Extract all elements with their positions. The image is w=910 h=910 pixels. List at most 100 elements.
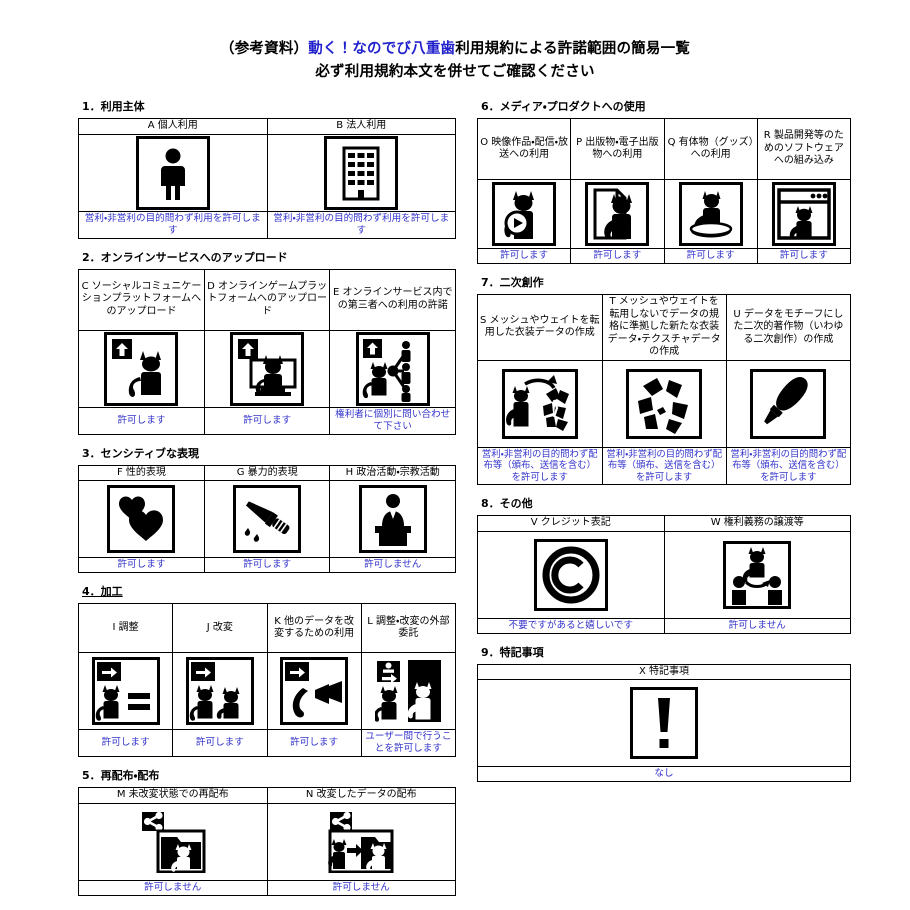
table-row: 許可します 許可します 権利者に個別に問い合わせて下さい [78, 406, 456, 435]
share-folder-modified-cat-icon [328, 810, 395, 873]
section-5: 5．再配布・配布 M 未改変状態での再配布 N 改変したデータの配布 [78, 769, 456, 896]
upload-cat-monitor-icon [230, 331, 305, 406]
table-row: X 特記事項 [477, 663, 851, 680]
section-9: 9．特記事項 X 特記事項 [477, 645, 851, 782]
window-cat-icon [771, 182, 836, 246]
cell-icon-P [570, 179, 665, 249]
table-row: なし [477, 766, 851, 782]
cell-header-P: P 出版物・電子出版物への利用 [570, 118, 665, 180]
cell-icon-V [477, 530, 665, 619]
cell-icon-I [77, 652, 174, 730]
cell-icon-K [266, 652, 362, 730]
section-8-table: V クレジット表記 W 権利義務の譲渡等 [477, 515, 851, 634]
table-row: 営利・非営利の目的問わず配布等（頒布、送信を含む）を許可します 営利・非営利の目… [477, 446, 852, 485]
cell-icon-M [78, 802, 268, 881]
table-row: 許可しません 許可しません [78, 879, 456, 896]
cell-note-I: 許可します [77, 729, 174, 757]
cell-note-Q: 許可します [663, 248, 758, 264]
cell-icon-F [78, 480, 205, 558]
cell-note-L: ユーザー間で行うことを許可します [360, 729, 457, 757]
section-5-table: M 未改変状態での再配布 N 改変したデータの配布 [78, 787, 456, 896]
cell-header-Q: Q 有体物（グッズ）への利用 [663, 118, 758, 180]
section-4: 4．加工 I 調整 J 改変 K 他のデータを改変するための利用 L 調整・改変… [77, 585, 457, 757]
section-4-table: I 調整 J 改変 K 他のデータを改変するための利用 L 調整・改変の外部委託 [77, 603, 457, 757]
cell-icon-C [78, 329, 205, 408]
title-product-name: 動く！なのでび八重歯 [308, 41, 456, 57]
section-8-heading: 8．その他 [481, 497, 533, 510]
table-row: 営利・非営利の目的問わず利用を許可します 営利・非営利の目的問わず利用を許可しま… [78, 210, 456, 239]
section-7: 7．二次創作 S メッシュやウェイトを転用した衣装データの作成 T メッシュやウ… [477, 276, 852, 485]
cell-note-B: 営利・非営利の目的問わず利用を許可します [266, 210, 456, 239]
cell-header-A: A 個人利用 [78, 118, 268, 135]
cell-note-U: 営利・非営利の目的問わず配布等（頒布、送信を含む）を許可します [725, 446, 852, 485]
cell-header-V: V クレジット表記 [477, 515, 665, 532]
table-row [78, 480, 456, 558]
cell-header-N: N 改変したデータの配布 [266, 787, 456, 804]
cell-header-S: S メッシュやウェイトを転用した衣装データの作成 [477, 294, 603, 361]
cell-icon-T [601, 359, 727, 448]
table-row [477, 679, 851, 767]
cell-icon-L [360, 652, 457, 730]
cell-note-E: 権利者に個別に問い合わせて下さい [329, 406, 456, 435]
cell-note-T: 営利・非営利の目的問わず配布等（頒布、送信を含む）を許可します [601, 446, 727, 485]
arrow-cat-cat-icon [185, 657, 254, 725]
cell-icon-O [476, 179, 572, 249]
table-row: 許可します 許可します 許可します 許可します [476, 248, 852, 264]
left-column: 1．利用主体 A 個人利用 B 法人利用 [77, 100, 457, 908]
cell-header-J: J 改変 [172, 603, 268, 653]
section-1-table: A 個人利用 B 法人利用 [78, 118, 456, 239]
cell-header-H: H 政治活動・宗教活動 [329, 464, 456, 481]
document-cat-icon [585, 182, 650, 246]
cell-icon-H [329, 480, 456, 558]
cell-note-R: 許可します [756, 248, 852, 264]
cell-note-H: 許可しません [329, 557, 456, 573]
cell-header-K: K 他のデータを改変するための利用 [266, 603, 362, 653]
table-row [78, 329, 456, 408]
cell-header-G: G 暴力的表現 [203, 464, 331, 481]
cell-header-D: D オンラインゲームプラットフォームへのアップロード [203, 268, 331, 331]
cell-header-U: U データをモチーフにした二次的著作物（いわゆる二次創作）の作成 [725, 294, 852, 361]
cell-icon-U [725, 359, 852, 448]
cell-header-R: R 製品開発等のためのソフトウェアへの組み込み [756, 118, 852, 180]
cell-note-D: 許可します [203, 406, 331, 435]
cell-header-O: O 映像作品・配信・放送への利用 [476, 118, 572, 180]
table-row: I 調整 J 改変 K 他のデータを改変するための利用 L 調整・改変の外部委託 [77, 603, 457, 653]
cell-note-K: 許可します [266, 729, 362, 757]
cell-icon-R [756, 179, 852, 249]
table-row: A 個人利用 B 法人利用 [78, 118, 456, 135]
cat-to-clothes-icon [501, 368, 578, 439]
section-9-heading: 9．特記事項 [481, 645, 544, 659]
cell-note-N: 許可しません [266, 879, 456, 896]
cell-icon-X [477, 679, 851, 767]
table-row [477, 530, 851, 619]
section-2-table: C ソーシャルコミュニケーションプラットフォームへのアップロード D オンライン… [78, 268, 456, 435]
arrow-ribbon-icon [280, 657, 349, 725]
table-row: M 未改変状態での再配布 N 改変したデータの配布 [78, 787, 456, 804]
transfer-cat-icon [723, 540, 792, 609]
table-row [77, 652, 457, 730]
cell-header-W: W 権利義務の譲渡等 [663, 515, 851, 532]
section-6-table: O 映像作品・配信・放送への利用 P 出版物・電子出版物への利用 Q 有体物（グ… [476, 118, 852, 264]
section-3-table: F 性的表現 G 暴力的表現 H 政治活動・宗教活動 [78, 464, 456, 573]
podium-speaker-icon [358, 485, 427, 553]
building-icon [324, 135, 399, 210]
cell-note-G: 許可します [203, 557, 331, 573]
cell-icon-B [266, 133, 456, 212]
table-row: F 性的表現 G 暴力的表現 H 政治活動・宗教活動 [78, 464, 456, 481]
section-6-heading: 6．メディア・プロダクトへの使用 [481, 100, 646, 113]
section-2: 2．オンラインサービスへのアップロード C ソーシャルコミュニケーションプラット… [78, 251, 456, 435]
section-9-table: X 特記事項 なし [477, 663, 851, 782]
arrow-cat-equals-icon [91, 657, 160, 725]
cell-header-I: I 調整 [77, 603, 174, 653]
cell-note-F: 許可します [78, 557, 205, 573]
title-suffix: 利用規約による許諾範囲の簡易一覧 [455, 41, 690, 57]
table-row [477, 359, 852, 448]
table-row: 許可します 許可します 許可します ユーザー間で行うことを許可します [77, 729, 457, 757]
cell-icon-W [663, 530, 851, 619]
section-8: 8．その他 V クレジット表記 W 権利義務の譲渡等 [477, 497, 851, 634]
table-row: 許可します 許可します 許可しません [78, 557, 456, 573]
share-cat-people-icon [355, 331, 430, 406]
copyright-icon [533, 538, 608, 611]
cell-note-C: 許可します [78, 406, 205, 435]
